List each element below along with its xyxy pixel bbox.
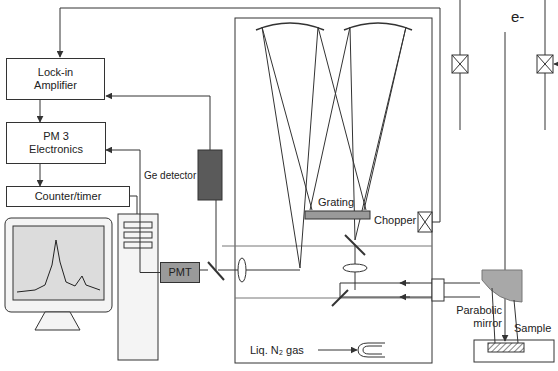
signal-arrow xyxy=(40,164,41,186)
part-label: e- xyxy=(511,8,524,26)
node-text: Lock-in Amplifier xyxy=(16,66,96,92)
part-label: Liq. N₂ gas xyxy=(250,344,304,357)
signal-arrow xyxy=(106,150,160,273)
part-label: Parabolic mirror xyxy=(440,304,502,330)
part-label: Sample xyxy=(514,322,551,335)
node-text: PMT xyxy=(168,266,191,279)
detector-box: PMT xyxy=(160,262,200,283)
process-box: Lock-in Amplifier xyxy=(6,58,105,100)
process-box: PM 3 Electronics xyxy=(6,122,106,164)
process-box: Counter/timer xyxy=(6,186,130,207)
node-text: PM 3 Electronics xyxy=(21,130,91,156)
signal-arrow xyxy=(40,100,41,122)
part-label: Ge detector xyxy=(144,170,196,182)
part-label: Grating xyxy=(318,196,354,209)
part-label: Chopper xyxy=(374,214,416,227)
node-text: Counter/timer xyxy=(35,190,102,203)
